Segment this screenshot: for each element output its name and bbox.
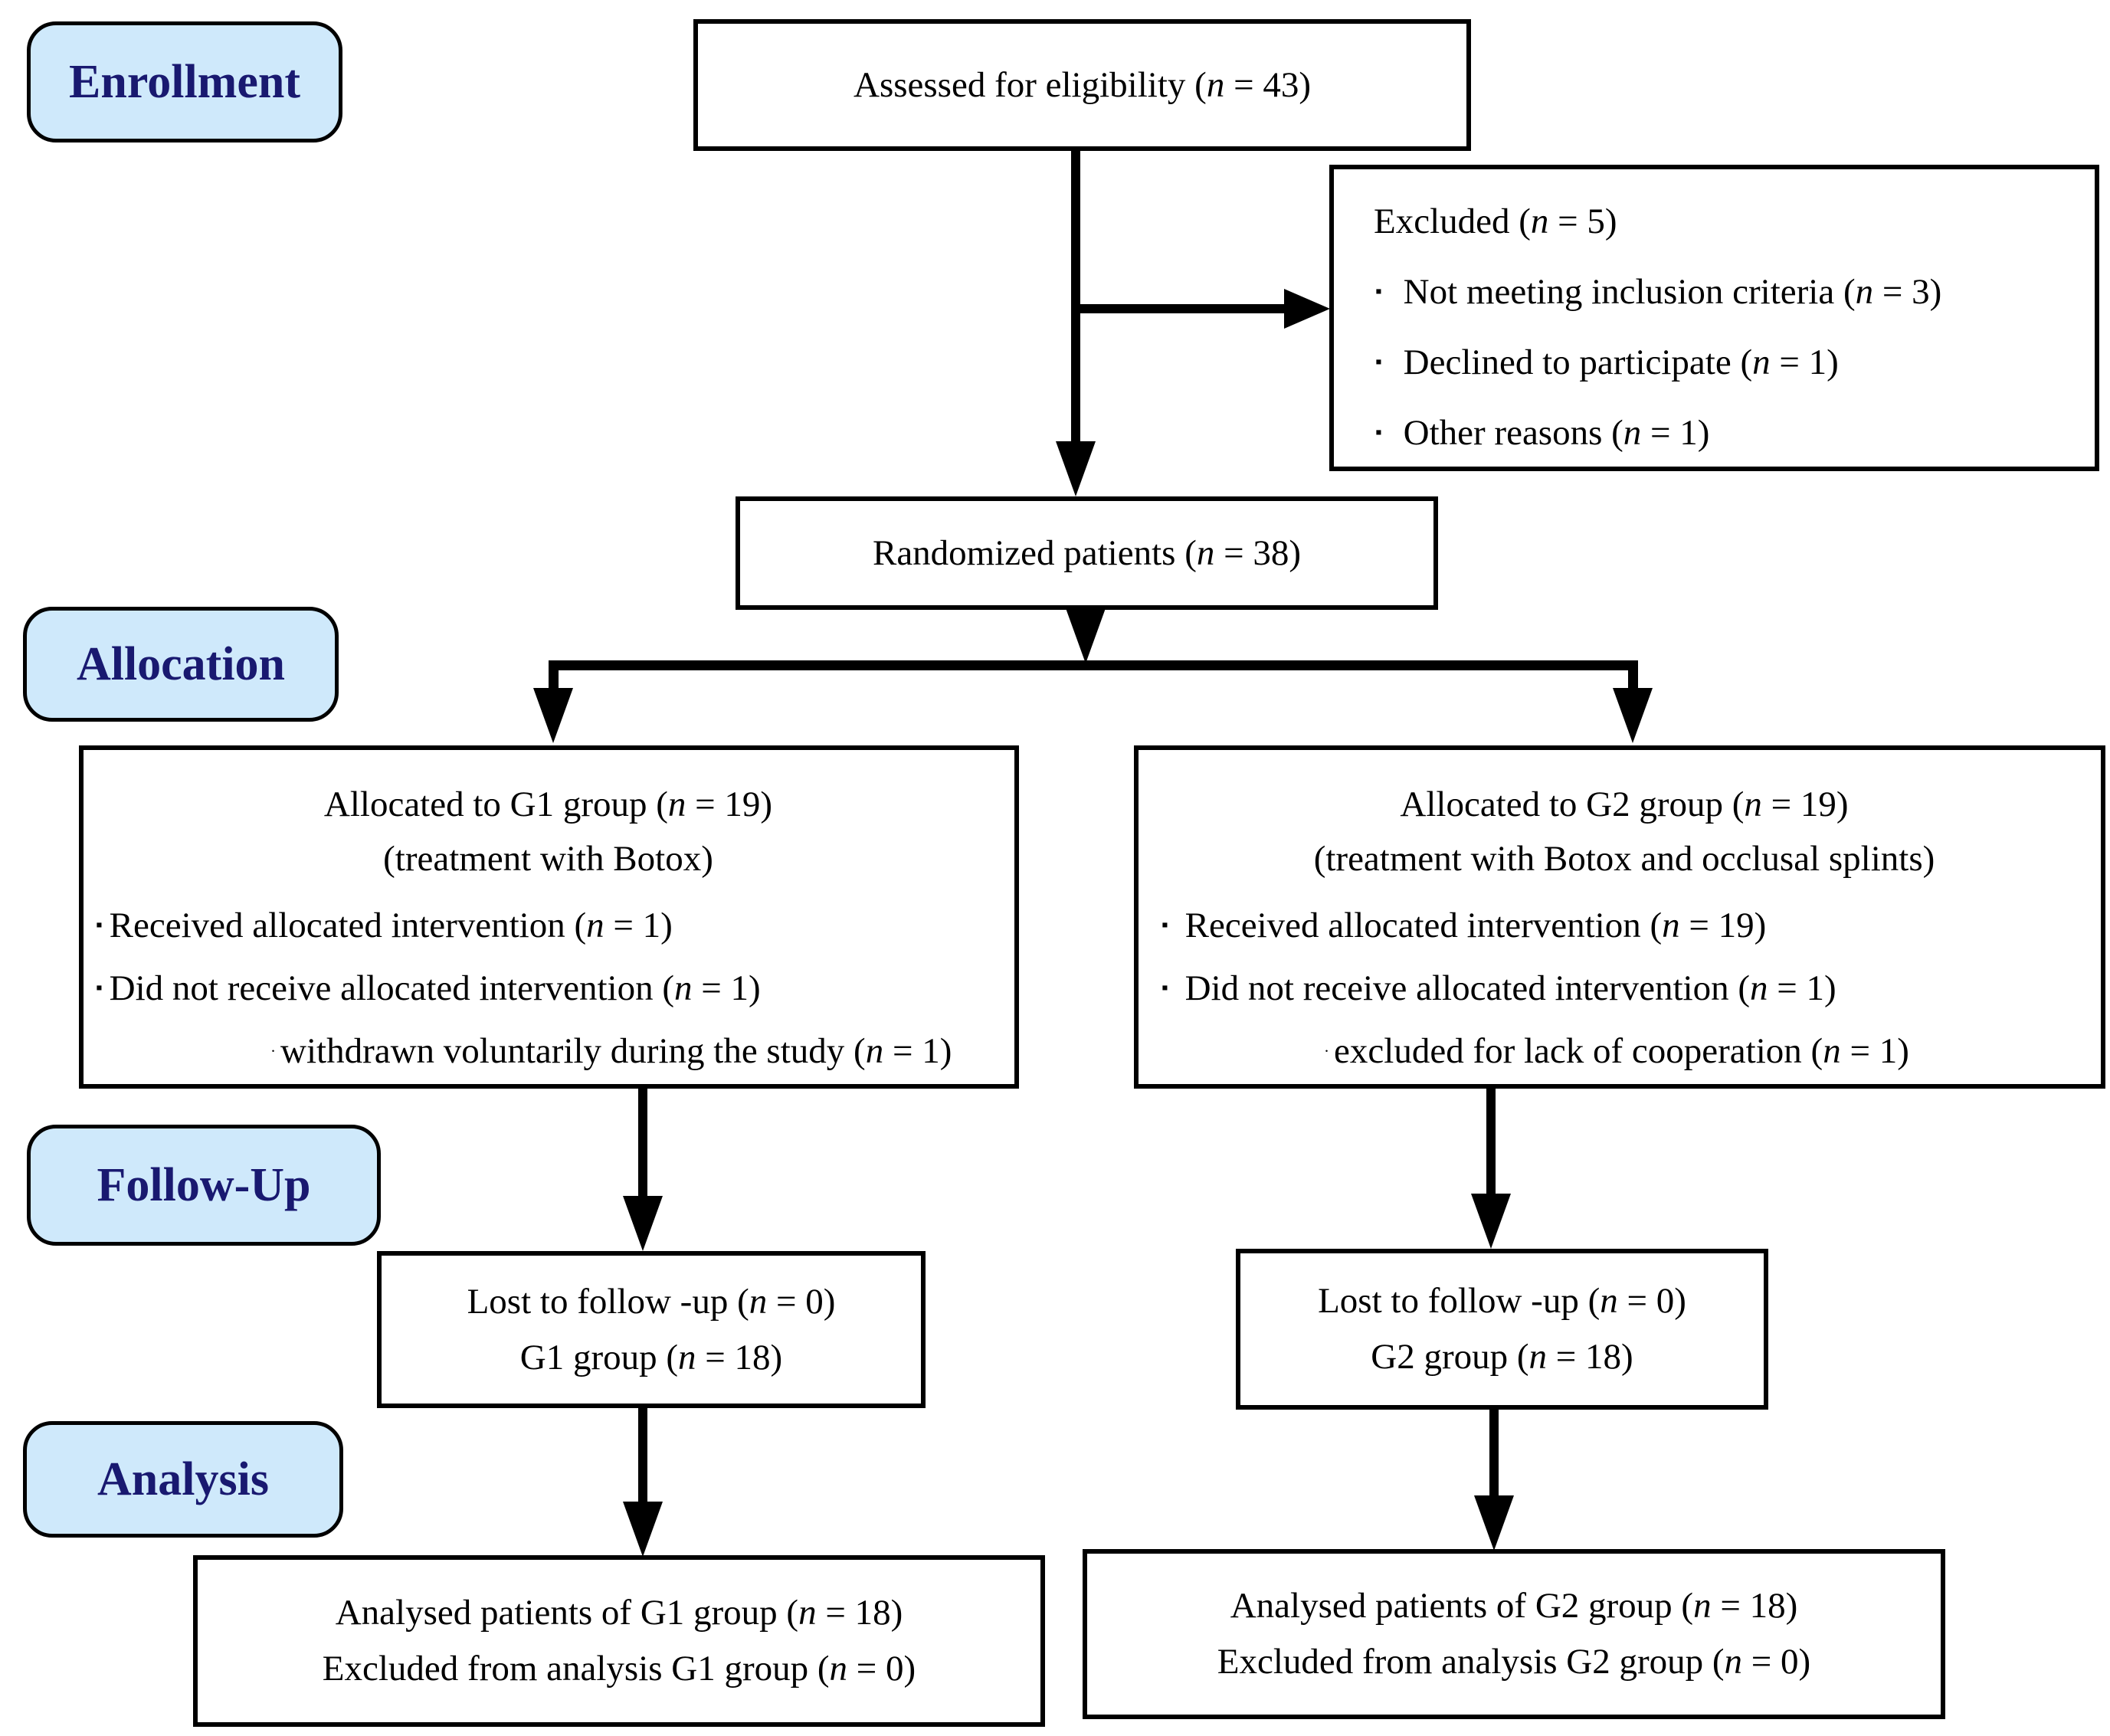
alloc-g1-item-text: Did not receive allocated intervention (…: [109, 968, 761, 1009]
alloc-g2-subtitle: (treatment with Botox and occlusal splin…: [1313, 838, 1935, 879]
box-analysis-g1: Analysed patients of G1 group (n = 18) E…: [193, 1555, 1045, 1727]
arrowhead-down-icon: [1474, 1495, 1514, 1551]
arrowhead-down-icon: [623, 1196, 663, 1251]
split-left-drop-line: [549, 660, 559, 693]
stage-label-analysis-text: Analysis: [97, 1453, 269, 1505]
alloc-g1-item: ▪ Did not receive allocated intervention…: [96, 962, 1001, 1014]
arrow-followupg1-to-analysisg1-line: [638, 1408, 647, 1505]
bullet-icon: ▪: [1375, 352, 1382, 373]
excluded-item-text: Other reasons (n = 1): [1403, 413, 1710, 454]
excluded-item: ▪ Declined to participate (n = 1): [1374, 336, 2081, 388]
stage-label-enrollment: Enrollment: [27, 21, 342, 142]
box-allocated-g2: Allocated to G2 group (n = 19) (treatmen…: [1134, 745, 2105, 1089]
arrow-assessed-to-randomized-line: [1071, 151, 1080, 446]
box-allocated-g1: Allocated to G1 group (n = 19) (treatmen…: [79, 745, 1019, 1089]
alloc-g1-item-text: Received allocated intervention (n = 1): [109, 906, 673, 945]
arrow-allocg1-to-followupg1-line: [638, 1089, 647, 1200]
arrowhead-right-icon: [1284, 289, 1330, 329]
alloc-g2-item: ▪ Received allocated intervention (n = 1…: [1161, 899, 2087, 952]
alloc-g2-items: ▪ Received allocated intervention (n = 1…: [1161, 899, 2087, 1077]
alloc-g2-item: ▪ Did not receive allocated intervention…: [1161, 962, 2087, 1014]
stage-label-followup-text: Follow-Up: [97, 1158, 311, 1211]
stage-label-enrollment-text: Enrollment: [69, 55, 300, 108]
alloc-g2-item-text: Received allocated intervention (n = 19): [1184, 906, 1767, 945]
stage-label-allocation-text: Allocation: [76, 637, 286, 690]
arrowhead-down-icon: [1056, 441, 1096, 496]
followup-g2-line2: G2 group (n = 18): [1371, 1337, 1633, 1377]
alloc-g1-subitem: · withdrawn voluntarily during the study…: [270, 1025, 1001, 1077]
alloc-g1-subtitle: (treatment with Botox): [383, 838, 713, 879]
analysis-g2-line2: Excluded from analysis G2 group (n = 0): [1217, 1642, 1811, 1682]
excluded-item: ▪ Other reasons (n = 1): [1374, 407, 2081, 459]
excluded-item-text: Not meeting inclusion criteria (n = 3): [1403, 272, 1942, 313]
alloc-g2-subitem: · excluded for lack of cooperation (n = …: [1324, 1025, 2087, 1077]
excluded-item-text: Declined to participate (n = 1): [1403, 342, 1839, 383]
bullet-icon: ▪: [1375, 280, 1382, 302]
box-followup-g2: Lost to follow -up (n = 0) G2 group (n =…: [1236, 1249, 1768, 1410]
alloc-g2-title: Allocated to G2 group (n = 19): [1400, 784, 1849, 824]
box-excluded: Excluded (n = 5) ▪ Not meeting inclusion…: [1329, 165, 2099, 471]
stage-label-followup: Follow-Up: [27, 1125, 381, 1246]
box-randomized: Randomized patients (n = 38): [736, 496, 1438, 610]
followup-g1-line1: Lost to follow -up (n = 0): [467, 1281, 836, 1322]
excluded-item: ▪ Not meeting inclusion criteria (n = 3): [1374, 266, 2081, 318]
arrowhead-down-icon: [623, 1502, 663, 1557]
followup-g1-line2: G1 group (n = 18): [519, 1337, 783, 1377]
bullet-icon: ▪: [96, 977, 103, 998]
bullet-icon: ▪: [1161, 914, 1168, 935]
arrow-to-excluded-line: [1076, 304, 1286, 313]
box-analysis-g2: Analysed patients of G2 group (n = 18) E…: [1083, 1549, 1945, 1719]
bullet-icon: ▪: [1375, 422, 1382, 444]
box-followup-g1: Lost to follow -up (n = 0) G1 group (n =…: [377, 1251, 926, 1408]
analysis-g1-line2: Excluded from analysis G1 group (n = 0): [322, 1649, 916, 1689]
alloc-g1-item: ▪ Received allocated intervention (n = 1…: [96, 899, 1001, 952]
alloc-g2-subitem-text: excluded for lack of cooperation (n = 1): [1334, 1031, 1909, 1072]
followup-g2-line1: Lost to follow -up (n = 0): [1318, 1281, 1686, 1322]
assessed-text: Assessed for eligibility (n = 43): [854, 64, 1311, 105]
analysis-g2-line1: Analysed patients of G2 group (n = 18): [1230, 1586, 1798, 1626]
randomized-text: Randomized patients (n = 38): [872, 532, 1302, 573]
arrowhead-down-icon: [1613, 688, 1653, 743]
bullet-icon: ·: [270, 1041, 277, 1060]
arrow-allocg2-to-followupg2-line: [1486, 1089, 1496, 1197]
split-right-drop-line: [1628, 660, 1638, 693]
analysis-g1-line1: Analysed patients of G1 group (n = 18): [335, 1593, 903, 1633]
bullet-icon: ▪: [1161, 977, 1168, 998]
alloc-g1-subitem-text: withdrawn voluntarily during the study (…: [280, 1031, 952, 1072]
stage-label-analysis: Analysis: [23, 1421, 343, 1538]
split-bar: [549, 660, 1638, 670]
arrowhead-down-icon: [1471, 1194, 1511, 1249]
alloc-g2-item-text: Did not receive allocated intervention (…: [1184, 968, 1836, 1009]
alloc-g1-items: ▪ Received allocated intervention (n = 1…: [96, 899, 1001, 1077]
bullet-icon: ·: [1324, 1041, 1330, 1060]
stage-label-allocation: Allocation: [23, 607, 339, 722]
arrow-followupg2-to-analysisg2-line: [1489, 1410, 1499, 1499]
box-assessed-eligibility: Assessed for eligibility (n = 43): [693, 19, 1471, 151]
excluded-title: Excluded (n = 5): [1374, 201, 1617, 241]
arrowhead-down-icon: [533, 688, 573, 743]
arrowhead-down-icon: [1066, 608, 1106, 663]
alloc-g1-title: Allocated to G1 group (n = 19): [323, 784, 773, 824]
bullet-icon: ▪: [96, 914, 103, 935]
